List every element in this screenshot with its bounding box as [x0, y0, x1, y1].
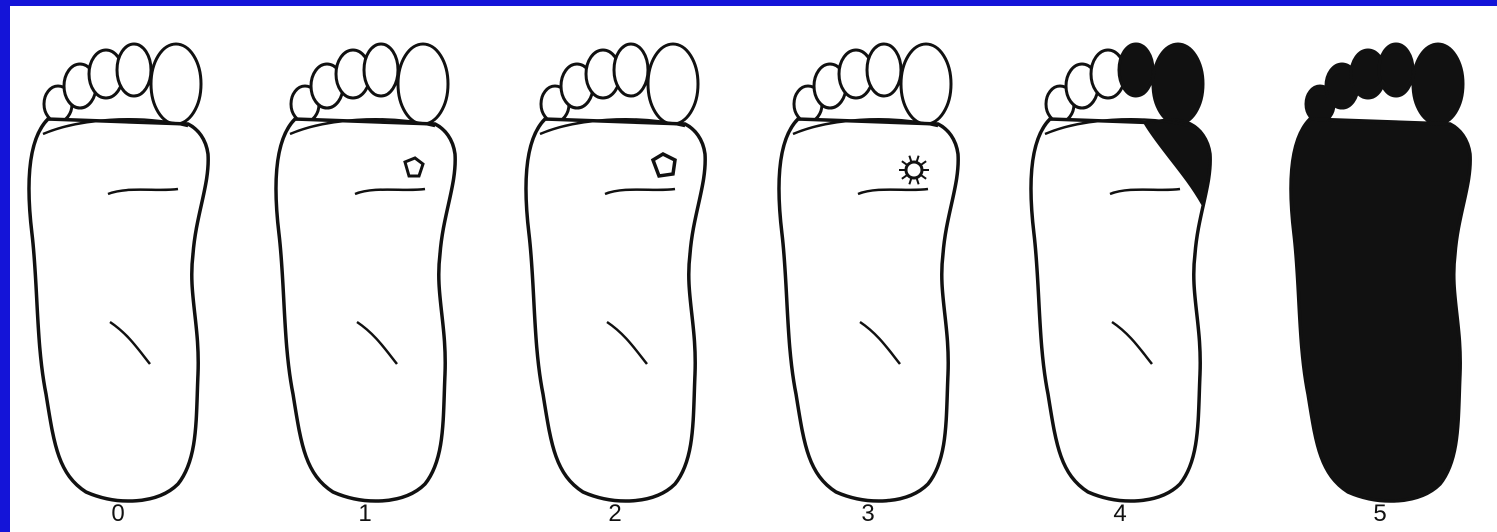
toe-4 [117, 44, 151, 96]
toe-4 [614, 44, 648, 96]
sole-outline [29, 119, 208, 501]
deep-ulcer-mark [653, 154, 675, 176]
foot-grade-0 [29, 44, 208, 501]
toe-5 [901, 44, 951, 124]
foot-grade-1 [276, 44, 455, 501]
sole-outline [276, 119, 455, 501]
grade-label-1: 1 [345, 500, 385, 528]
toe-4 [1119, 44, 1153, 96]
foot-grade-2 [526, 44, 705, 501]
toe-5 [151, 44, 201, 124]
figure-panel: 0 1 2 3 4 5 [10, 6, 1497, 532]
foot-grade-5 [1291, 44, 1470, 501]
grade-label-5: 5 [1360, 500, 1400, 528]
toe-5 [648, 44, 698, 124]
grade-label-4: 4 [1100, 500, 1140, 528]
toe-4 [364, 44, 398, 96]
foot-grade-3 [779, 44, 958, 501]
toe-4 [867, 44, 901, 96]
toe-5 [1153, 44, 1203, 124]
grade-label-2: 2 [595, 500, 635, 528]
sole-outline [779, 119, 958, 501]
foot-grade-4 [1031, 44, 1210, 501]
ulcer-mark [405, 158, 423, 176]
grade-label-0: 0 [98, 500, 138, 528]
sole-outline [526, 119, 705, 501]
sole-outline [1291, 119, 1470, 501]
toe-5 [398, 44, 448, 124]
foot-diagrams [10, 6, 1497, 532]
grade-label-3: 3 [848, 500, 888, 528]
toe-5 [1413, 44, 1463, 124]
toe-4 [1379, 44, 1413, 96]
